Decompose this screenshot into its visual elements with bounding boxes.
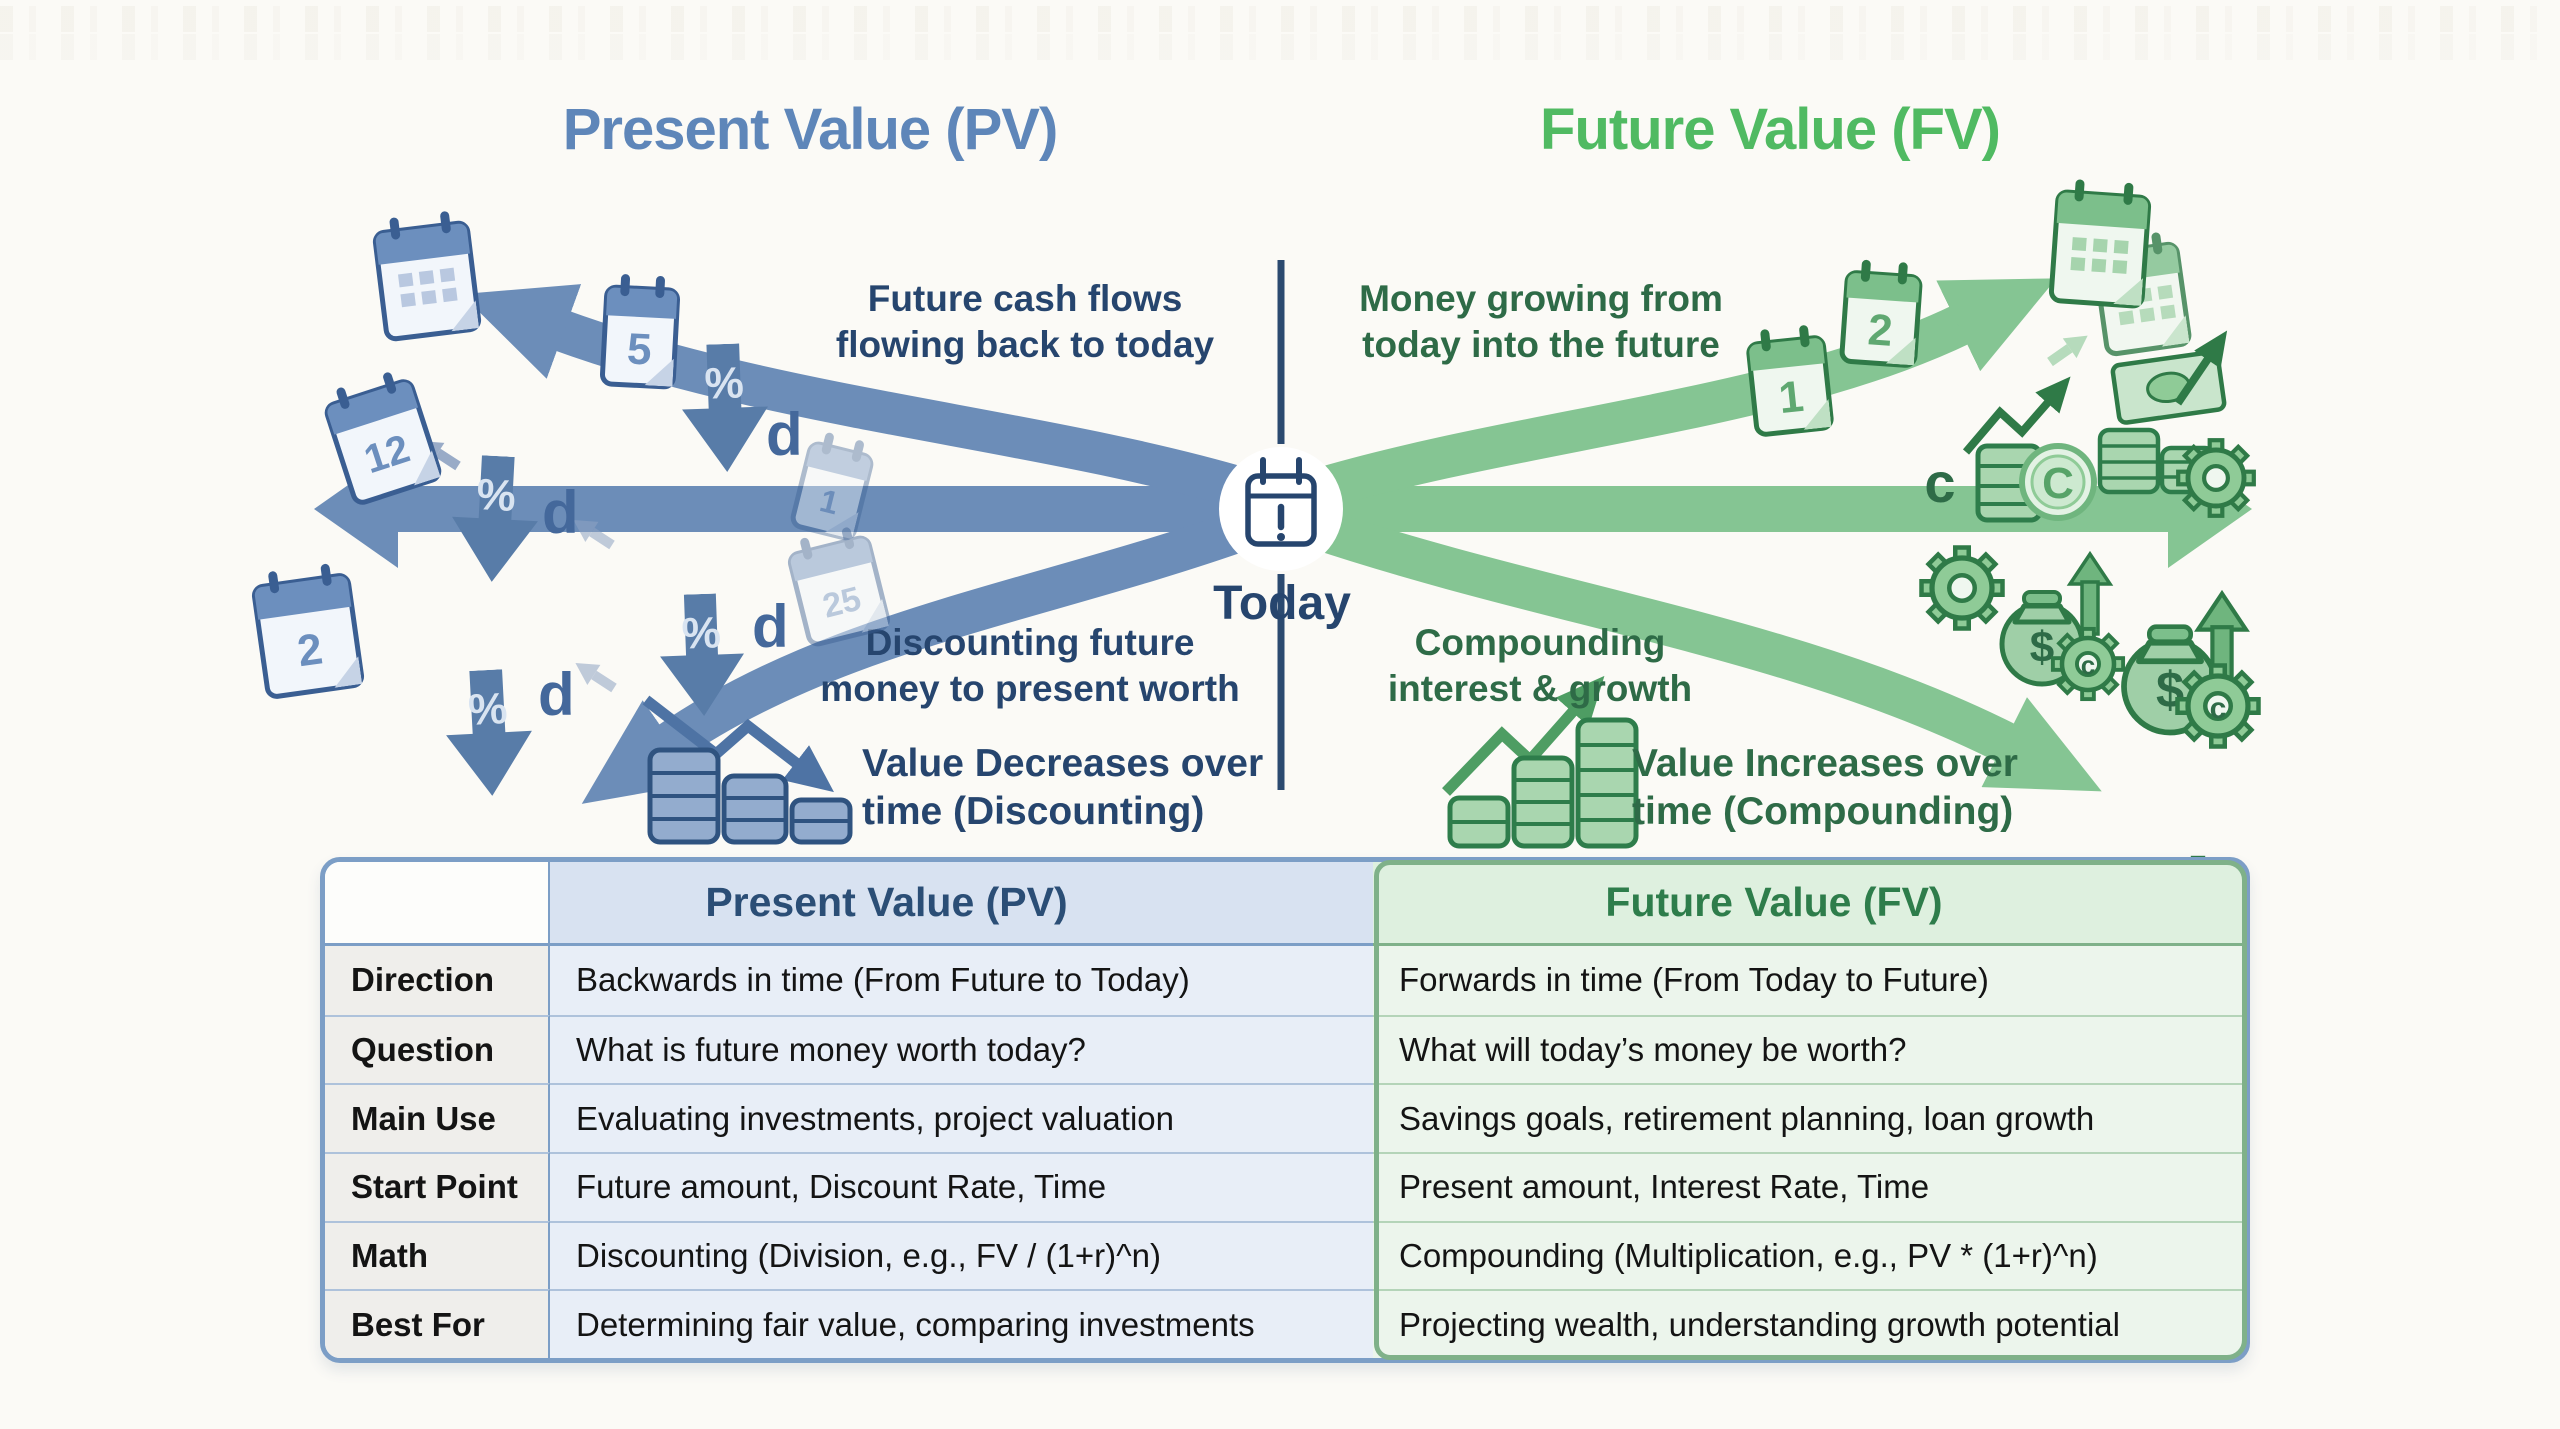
fv-title: Future Value (FV) (1540, 97, 2001, 162)
gear-icon (1922, 548, 2003, 629)
discount-letter: d (538, 661, 575, 728)
discount-arrow-icon: % (658, 593, 746, 718)
pv-cell: Discounting (Division, e.g., FV / (1+r)^… (550, 1220, 1373, 1290)
calendar-2-icon: 2 (250, 563, 366, 701)
fv-compound-caption: Compounding interest & growth (1387, 622, 1693, 709)
pv-cell: Future amount, Discount Rate, Time (550, 1151, 1373, 1221)
pv-cell: What is future money worth today? (550, 1014, 1373, 1084)
discount-letter: d (542, 479, 579, 546)
pv-header-cell: Present Value (PV) (550, 862, 1373, 946)
dollar-glyph: $ (2030, 623, 2054, 672)
compound-small-letter: c (2081, 650, 2095, 680)
pv-value-caption: Value Decreases over time (Discounting) (862, 742, 1264, 833)
ghost-text-band (0, 6, 2560, 32)
pv-discount-caption: Discounting future money to present wort… (820, 622, 1240, 709)
discount-arrow-icon: % (443, 668, 535, 798)
small-arrow-icon (575, 662, 617, 693)
discount-arrow-icon: % (680, 343, 770, 474)
discount-arrow-icon: % (449, 454, 541, 584)
fv-flow-caption: Money growing from today into the future (1359, 278, 1723, 365)
money-growth-icon (2097, 330, 2254, 516)
discount-letter: d (766, 401, 803, 468)
row-label-cell: Best For (325, 1289, 550, 1358)
row-label-cell: Start Point (325, 1151, 550, 1221)
calendar-2-icon: 2 (1838, 259, 1924, 369)
calendar-grid-icon (371, 210, 483, 343)
header-blank-cell (325, 862, 550, 946)
pv-flow-caption: Future cash flows flowing back to today (835, 278, 1215, 365)
fv-cell: What will today’s money be worth? (1373, 1014, 2245, 1084)
ghost-text-band (0, 34, 2560, 60)
discount-letter: d (752, 593, 789, 660)
calendar-1-icon: 1 (1745, 324, 1835, 438)
pv-title: Present Value (PV) (562, 97, 1059, 162)
compound-coins-icon: C c (1924, 376, 2097, 523)
coins-decreasing-icon (642, 695, 853, 845)
compound-big-letter: C (2042, 459, 2074, 508)
fv-header-cell: Future Value (FV) (1373, 862, 2245, 946)
compound-small-letter: c (1924, 451, 1955, 514)
row-label-cell: Math (325, 1220, 550, 1290)
today-label: Today (1213, 577, 1351, 630)
pv-main-arrow (314, 450, 1246, 568)
fv-value-caption: Value Increases over time (Compounding) (1632, 742, 2018, 833)
coins-increasing-icon (1442, 675, 1639, 849)
calendar-grid-icon (2048, 179, 2152, 310)
compound-small-letter: c (2210, 692, 2227, 725)
fv-cell: Projecting wealth, understanding growth … (1373, 1289, 2245, 1358)
fv-lower-curve-arrow (1309, 508, 2102, 792)
row-label-cell: Question (325, 1014, 550, 1084)
today-calendar-icon (1245, 457, 1317, 547)
row-label-cell: Main Use (325, 1083, 550, 1152)
money-bag-growth-icon: $ c (1999, 550, 2123, 699)
calendar-5-icon: 5 (599, 273, 681, 390)
fv-cell: Forwards in time (From Today to Future) (1373, 946, 2245, 1015)
row-label-cell: Direction (325, 946, 550, 1015)
fv-cell: Present amount, Interest Rate, Time (1373, 1151, 2245, 1221)
comparison-table: Present Value (PV) Future Value (FV) Dir… (320, 857, 2250, 1363)
small-arrow-icon (2047, 335, 2088, 367)
pv-cell: Determining fair value, comparing invest… (550, 1289, 1373, 1358)
small-arrow-icon (573, 519, 615, 550)
pv-cell: Backwards in time (From Future to Today) (550, 946, 1373, 1015)
fv-cell: Compounding (Multiplication, e.g., PV * … (1373, 1220, 2245, 1290)
pv-lower-curve-arrow (581, 508, 1256, 804)
fv-cell: Savings goals, retirement planning, loan… (1373, 1083, 2245, 1152)
fv-main-arrow (1320, 450, 2252, 568)
money-bag-growth-icon: $ c (2121, 589, 2259, 747)
pv-cell: Evaluating investments, project valuatio… (550, 1083, 1373, 1152)
